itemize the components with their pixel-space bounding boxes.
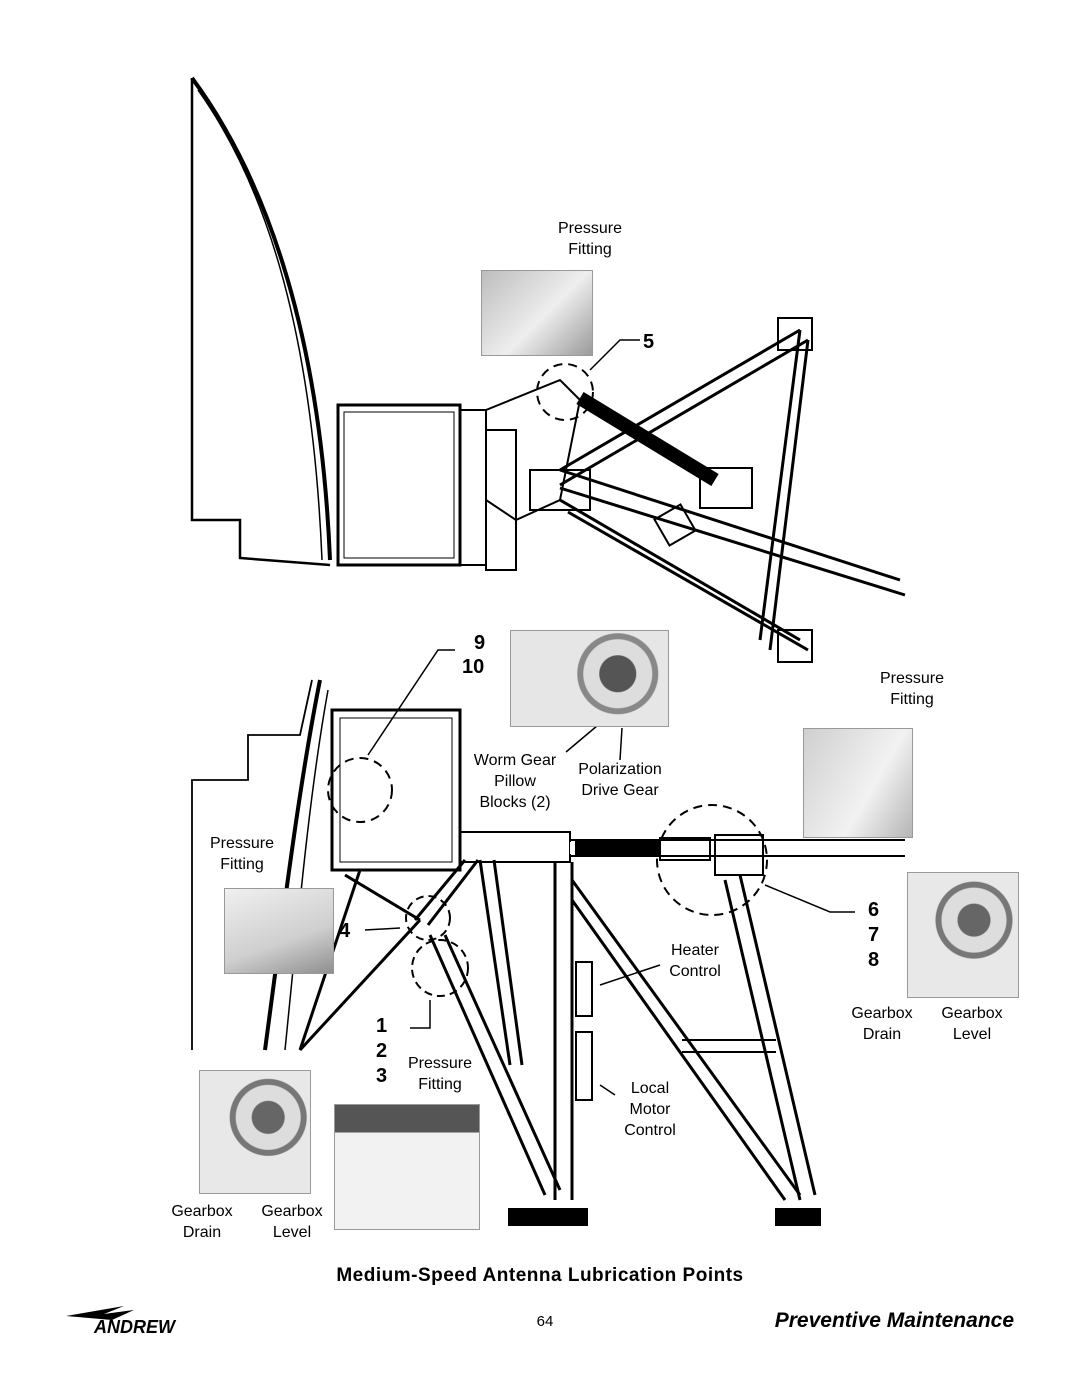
photo-polarization-drive [510, 630, 669, 727]
photo-left-pressure-fitting [224, 888, 334, 974]
point-number-10: 10 [462, 656, 485, 678]
point-number-6: 6 [868, 899, 880, 921]
point-number-1: 1 [376, 1015, 388, 1037]
label-gearbox-level-left: Gearbox Level [261, 1203, 323, 1241]
label-left-pressure-fitting: Pressure Fitting [209, 835, 275, 873]
photo-top-pressure-fitting [481, 270, 593, 356]
label-gearbox-drain-left: Gearbox Drain [171, 1203, 233, 1241]
page-number: 64 [536, 1313, 554, 1330]
label-heater-control: Heater Control [669, 942, 721, 980]
logo-text: ANDREW [93, 1317, 177, 1337]
andrew-logo: ANDREW [66, 1306, 177, 1337]
label-top-pressure-fitting: Pressure Fitting [557, 220, 623, 258]
antenna-line-drawing [190, 76, 906, 1226]
label-gearbox-level-right: Gearbox Level [941, 1005, 1003, 1043]
section-title: Preventive Maintenance [774, 1309, 1014, 1332]
point-number-7: 7 [868, 924, 880, 946]
point-number-3: 3 [376, 1065, 388, 1087]
point-number-5: 5 [643, 331, 655, 353]
photo-bottom-pressure-fitting [334, 1104, 480, 1230]
point-number-2: 2 [376, 1040, 388, 1062]
photo-right-gearbox [907, 872, 1019, 998]
label-bottom-pressure-fitting: Pressure Fitting [407, 1055, 473, 1093]
label-worm-gear-pillow-blocks: Worm Gear Pillow Blocks (2) [473, 752, 557, 811]
label-polarization-drive-gear: Polarization Drive Gear [578, 761, 662, 799]
label-local-motor-control: Local Motor Control [624, 1080, 676, 1139]
figure-title: Medium-Speed Antenna Lubrication Points [336, 1265, 744, 1286]
point-number-4: 4 [339, 920, 351, 942]
photo-right-pressure-fitting [803, 728, 913, 838]
label-gearbox-drain-right: Gearbox Drain [851, 1005, 913, 1043]
point-number-8: 8 [868, 949, 880, 971]
photo-left-gearbox [199, 1070, 311, 1194]
label-right-pressure-fitting: Pressure Fitting [879, 670, 945, 708]
point-number-9: 9 [474, 632, 486, 654]
